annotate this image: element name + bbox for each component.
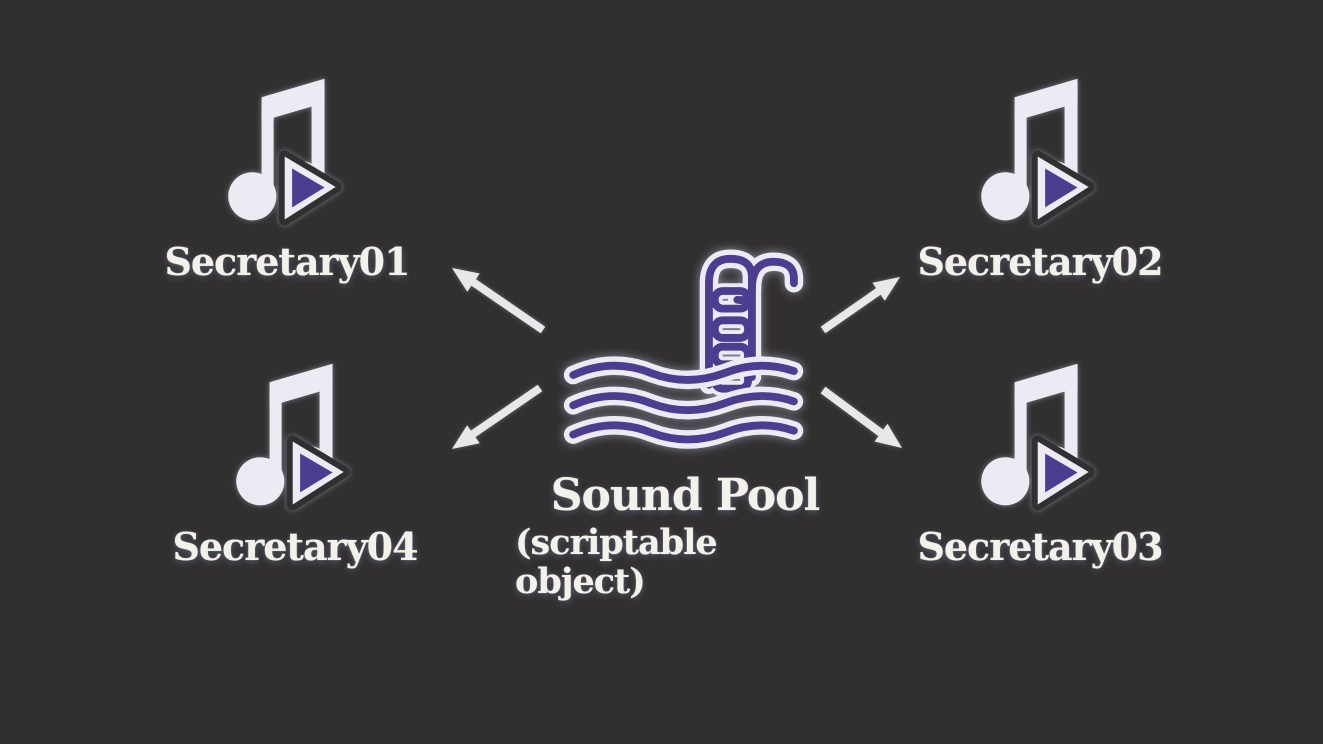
music-note-play-icon (228, 75, 347, 225)
node-secretary03: Secretary03 (917, 360, 1164, 569)
node-label: Secretary02 (917, 239, 1163, 284)
node-label: Secretary04 (172, 524, 418, 569)
node-secretary04: Secretary04 (172, 360, 419, 569)
node-secretary01: Secretary01 (164, 75, 411, 284)
music-note-play-icon (236, 360, 355, 510)
music-note-play-icon (981, 75, 1100, 225)
center-subtitle: (scriptable object) (515, 522, 718, 602)
node-secretary02: Secretary02 (917, 75, 1164, 284)
music-note-play-icon (981, 360, 1100, 510)
pool-ladder-icon (568, 250, 803, 460)
center-title: Sound Pool (550, 470, 821, 521)
node-sound-pool: Sound Pool (scriptable object) (515, 250, 855, 601)
node-label: Secretary01 (164, 239, 410, 284)
node-label: Secretary03 (917, 524, 1163, 569)
